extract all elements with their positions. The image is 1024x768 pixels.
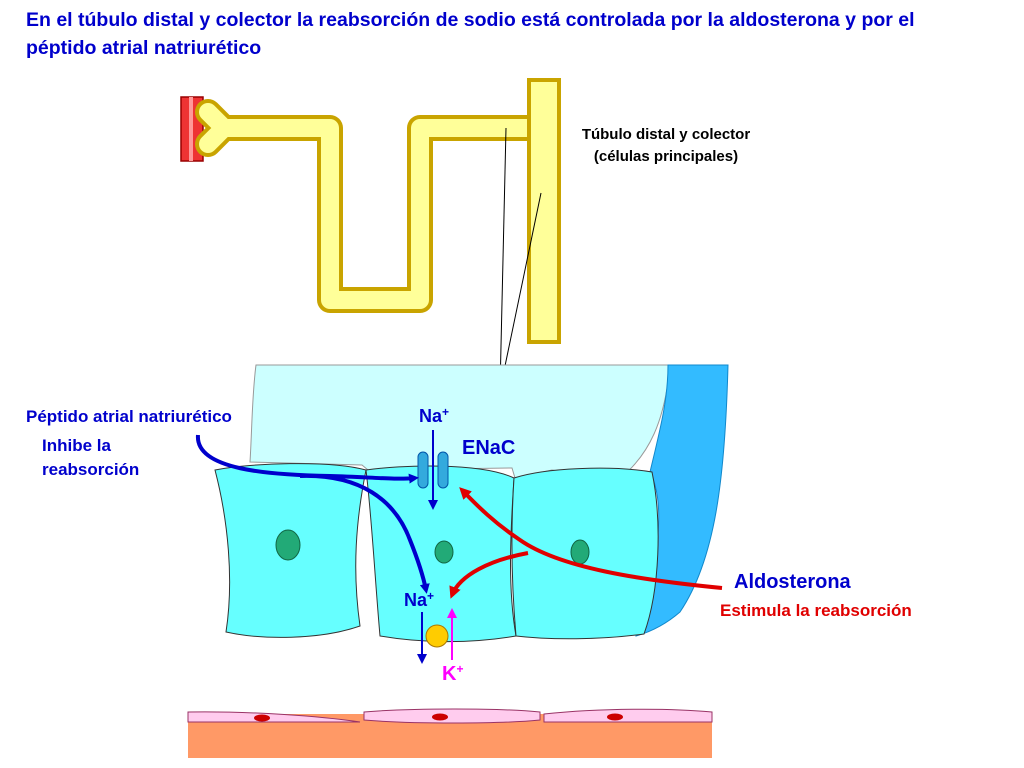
enac-channel xyxy=(417,451,449,489)
zoom-line xyxy=(499,127,507,391)
endothelial-cell xyxy=(543,708,713,723)
endothelial-cell xyxy=(187,711,361,723)
nucleus xyxy=(275,529,301,561)
aldosterone-stimulate-arrow xyxy=(459,487,723,590)
endothelial-cell xyxy=(363,708,541,724)
aldosterone-stimulate-arrow xyxy=(449,551,529,599)
zoom-line xyxy=(499,192,542,391)
tubule-label-line1: Túbulo distal y colector xyxy=(582,126,751,143)
tubule xyxy=(195,78,561,344)
lumen xyxy=(249,364,671,481)
inhibe-label-line1: Inhibe la xyxy=(42,436,112,455)
aldosterone-label: Aldosterona xyxy=(734,571,852,593)
tubule-label-line2: (células principales) xyxy=(594,148,738,165)
na-k-pump xyxy=(425,624,449,648)
na-top-label: Na+ xyxy=(419,405,449,426)
inhibe-label-line2: reabsorción xyxy=(42,460,139,479)
endothelial-nucleus xyxy=(432,713,448,721)
basement-membrane xyxy=(635,364,729,637)
nucleus xyxy=(434,540,454,564)
endothelial-nucleus xyxy=(607,713,623,721)
estimula-label: Estimula la reabsorción xyxy=(720,601,912,620)
endothelial-nucleus xyxy=(254,714,270,722)
anp-label: Péptido atrial natriurético xyxy=(26,407,232,426)
na-bottom-label: Na+ xyxy=(404,589,434,610)
enac-label: ENaC xyxy=(462,437,515,459)
anp-inhibit-arrow xyxy=(299,473,430,594)
page-title: En el túbulo distal y colector la reabso… xyxy=(26,9,915,59)
nucleus xyxy=(570,539,590,565)
potassium-label: K+ xyxy=(442,662,463,685)
